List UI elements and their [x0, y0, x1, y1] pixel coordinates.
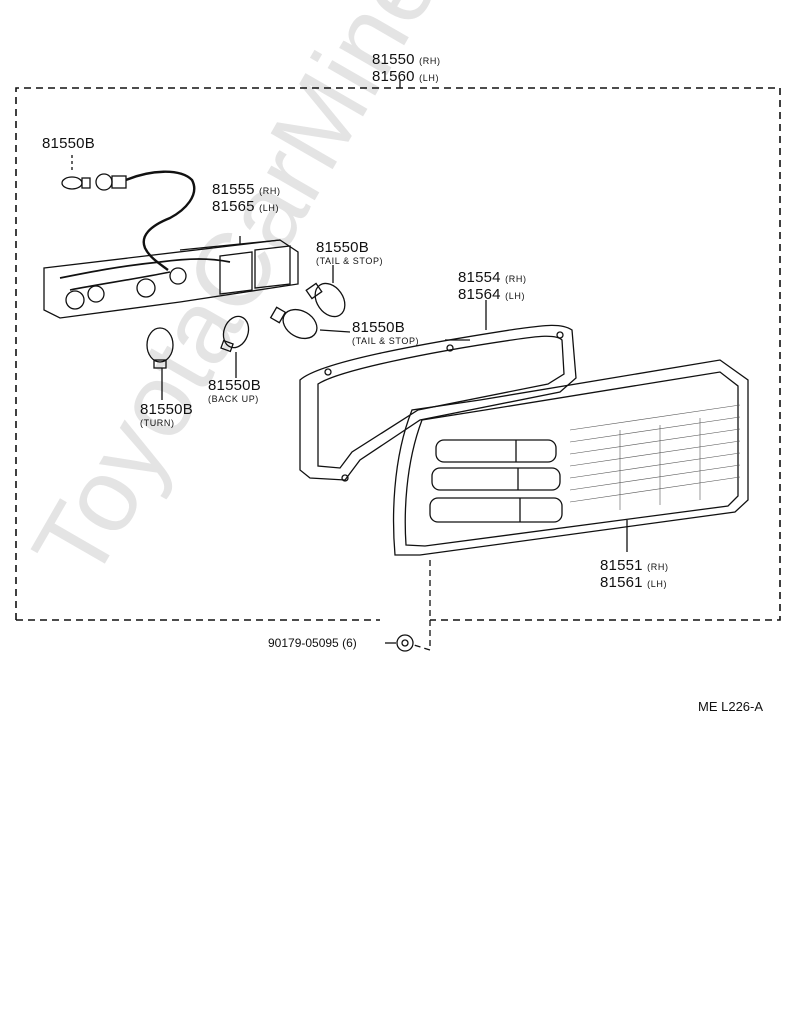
tail-stop-upper-label: 81550B (TAIL & STOP)	[316, 240, 383, 266]
tail-stop-bulb-upper-shape	[305, 265, 346, 318]
tail-stop-upper-part: 81550B	[316, 239, 369, 256]
turn-bulb-desc: (TURN)	[140, 418, 175, 428]
socket-bulb-part: 81550B	[42, 135, 95, 152]
housing-part-rh: 81555	[212, 181, 255, 198]
lens-shape	[392, 359, 749, 556]
lens-texture	[569, 404, 741, 510]
nut-qty: (6)	[342, 636, 357, 650]
backup-bulb-part: 81550B	[208, 377, 261, 394]
lamp-housing	[43, 236, 299, 319]
housing-side-rh: (RH)	[259, 186, 281, 196]
lens-segments	[429, 439, 563, 523]
lens-label: 81551 (RH) 81561 (LH)	[600, 558, 669, 591]
assembly-part-rh: 81550	[372, 51, 415, 68]
gasket-part-rh: 81554	[458, 269, 501, 286]
lens-side-rh: (RH)	[647, 562, 669, 572]
assembly-side-rh: (RH)	[419, 56, 441, 66]
tail-stop-upper-desc: (TAIL & STOP)	[316, 256, 384, 266]
backup-bulb-shape	[220, 315, 250, 378]
gasket-side-rh: (RH)	[505, 274, 527, 284]
gasket-part-lh: 81564	[458, 286, 501, 303]
assembly-side-lh: (LH)	[419, 73, 440, 83]
gasket-label: 81554 (RH) 81564 (LH)	[458, 270, 527, 303]
assembly-boundary	[15, 87, 781, 621]
gasket-shape	[299, 300, 577, 482]
tail-stop-bulb-lower-shape	[269, 306, 351, 340]
assembly-part-lh: 81560	[372, 68, 415, 85]
nut-shape	[385, 560, 431, 652]
gasket-side-lh: (LH)	[505, 291, 526, 301]
turn-bulb-part: 81550B	[140, 401, 193, 418]
nut-label: 90179-05095 (6)	[268, 637, 357, 649]
lens-part-lh: 81561	[600, 574, 643, 591]
housing-label: 81555 (RH) 81565 (LH)	[212, 182, 281, 215]
lens-part-rh: 81551	[600, 557, 643, 574]
figure-code: ME L226-A	[698, 699, 764, 714]
tail-stop-lower-part: 81550B	[352, 319, 405, 336]
turn-bulb-shape	[146, 327, 174, 400]
turn-bulb-label: 81550B (TURN)	[140, 402, 193, 428]
housing-part-lh: 81565	[212, 198, 255, 215]
assembly-label: 81550 (RH) 81560 (LH)	[372, 52, 441, 85]
backup-bulb-label: 81550B (BACK UP)	[208, 378, 261, 404]
housing-side-lh: (LH)	[259, 203, 280, 213]
tail-stop-lower-desc: (TAIL & STOP)	[352, 336, 420, 346]
lens-side-lh: (LH)	[647, 579, 668, 589]
backup-bulb-desc: (BACK UP)	[208, 394, 259, 404]
tail-stop-lower-label: 81550B (TAIL & STOP)	[352, 320, 419, 346]
nut-part: 90179-05095	[268, 636, 339, 650]
